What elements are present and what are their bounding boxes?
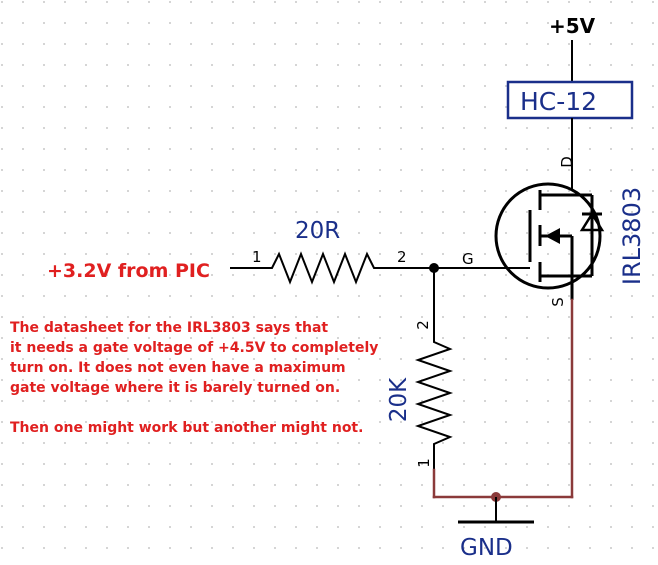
- annotation-note: The datasheet for the IRL3803 says that …: [10, 318, 410, 438]
- note-line-1: The datasheet for the IRL3803 says that: [10, 320, 329, 336]
- r-series-pin2: 2: [397, 248, 407, 266]
- resistor-series-value: 20R: [295, 218, 340, 244]
- note-line-2: it needs a gate voltage of +4.5V to comp…: [10, 340, 379, 356]
- hc12-box: [506, 80, 634, 120]
- gate-pin-label: G: [462, 250, 474, 268]
- note-gap: [10, 398, 410, 418]
- resistor-series-symbol: [262, 251, 434, 285]
- r-series-pin1: 1: [252, 248, 262, 266]
- source-pin-label: S: [549, 297, 567, 307]
- note-line-5: Then one might work but another might no…: [10, 420, 364, 436]
- r-pulldown-pin2: 2: [414, 320, 432, 330]
- hc12-label: HC-12: [520, 87, 597, 116]
- note-line-3: turn on. It does not even have a maximum: [10, 360, 346, 376]
- input-label: +3.2V from PIC: [47, 260, 210, 282]
- note-line-4: gate voltage where it is barely turned o…: [10, 380, 341, 396]
- resistor-pulldown-value: 20K: [386, 377, 412, 422]
- mosfet-part-label: IRL3803: [618, 187, 646, 285]
- ground-label: GND: [460, 535, 513, 561]
- mosfet-symbol: [494, 182, 605, 300]
- resistor-pulldown-symbol: [414, 334, 454, 470]
- r-pulldown-pin1: 1: [415, 458, 433, 468]
- drain-pin-label: D: [558, 156, 576, 168]
- supply-label: +5V: [549, 14, 596, 38]
